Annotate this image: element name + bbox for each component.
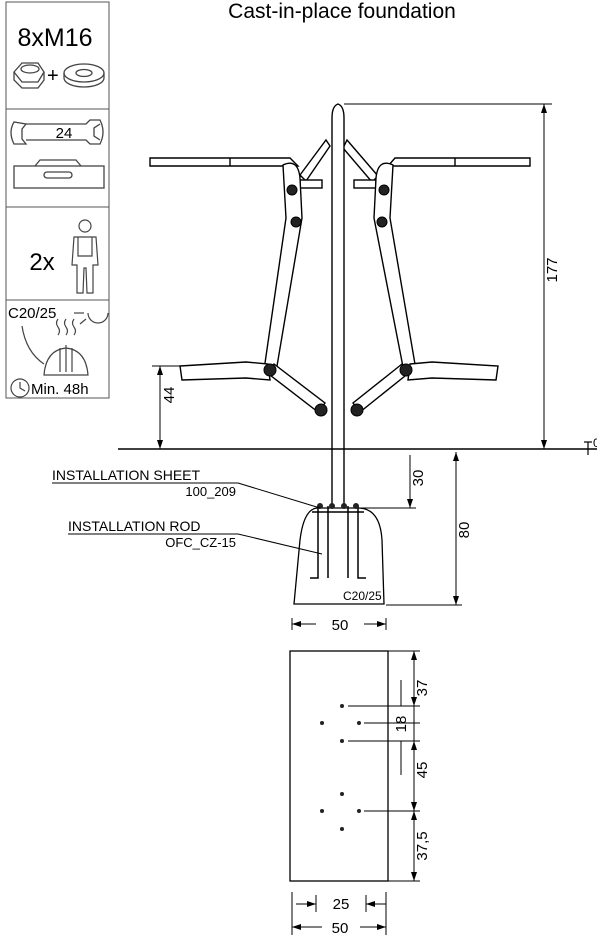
ground-level-value: 0	[593, 436, 597, 450]
equipment-elevation	[149, 103, 531, 601]
footing-concrete-grade: C20/25	[343, 589, 382, 603]
drawing-title: Cast-in-place foundation	[228, 0, 456, 23]
dim-pedal-height: 44	[161, 387, 178, 404]
wrench-icon	[10, 119, 104, 145]
curing-concrete-icon	[21, 318, 89, 376]
plan-dimension-lines	[291, 650, 420, 935]
dim-overall-height: 177	[544, 257, 561, 282]
sheet-bolts	[317, 503, 359, 509]
dim-plan-hole-spacing: 18	[393, 716, 410, 733]
dimension-arrowheads	[157, 104, 547, 627]
dim-plan-middle: 45	[414, 762, 431, 779]
plan-anchor-holes	[320, 704, 361, 831]
worker-icon	[71, 219, 99, 294]
foundation-block	[293, 507, 385, 605]
dim-plan-top: 37	[414, 680, 431, 697]
dim-footing-depth: 80	[456, 522, 473, 539]
fastener-count: 8xM16	[17, 24, 92, 52]
installation-sheet-label: INSTALLATION SHEET	[52, 467, 201, 483]
elevation-dimension-lines	[152, 103, 552, 630]
spirit-level-icon	[13, 159, 105, 189]
sun-icon	[74, 312, 109, 325]
dim-plan-inner-width: 25	[333, 896, 350, 913]
plus-sign: +	[47, 65, 59, 87]
dim-plan-bottom: 37,5	[414, 831, 431, 860]
concrete-grade-label: C20/25	[8, 305, 56, 322]
clock-icon	[10, 378, 30, 398]
people-count: 2x	[29, 249, 54, 276]
installation-rod-label: INSTALLATION ROD	[68, 518, 201, 534]
nut-icon	[13, 62, 45, 89]
dim-footing-width: 50	[332, 617, 349, 634]
anchor-rods	[310, 506, 366, 579]
cure-time: Min. 48h	[31, 381, 89, 398]
plan-view-footing	[289, 650, 389, 882]
pivot-joints	[263, 184, 413, 417]
installation-sheet-code: 100_209	[185, 484, 236, 499]
callout-leaders	[52, 482, 323, 555]
wrench-size: 24	[56, 125, 73, 142]
dim-embed-depth: 30	[410, 470, 427, 487]
sidebar-panels	[5, 1, 110, 399]
dim-plan-width: 50	[332, 920, 349, 935]
washer-icon	[63, 63, 105, 88]
ground-level-marker	[584, 441, 592, 455]
installation-rod-code: OFC_CZ-15	[165, 535, 236, 550]
